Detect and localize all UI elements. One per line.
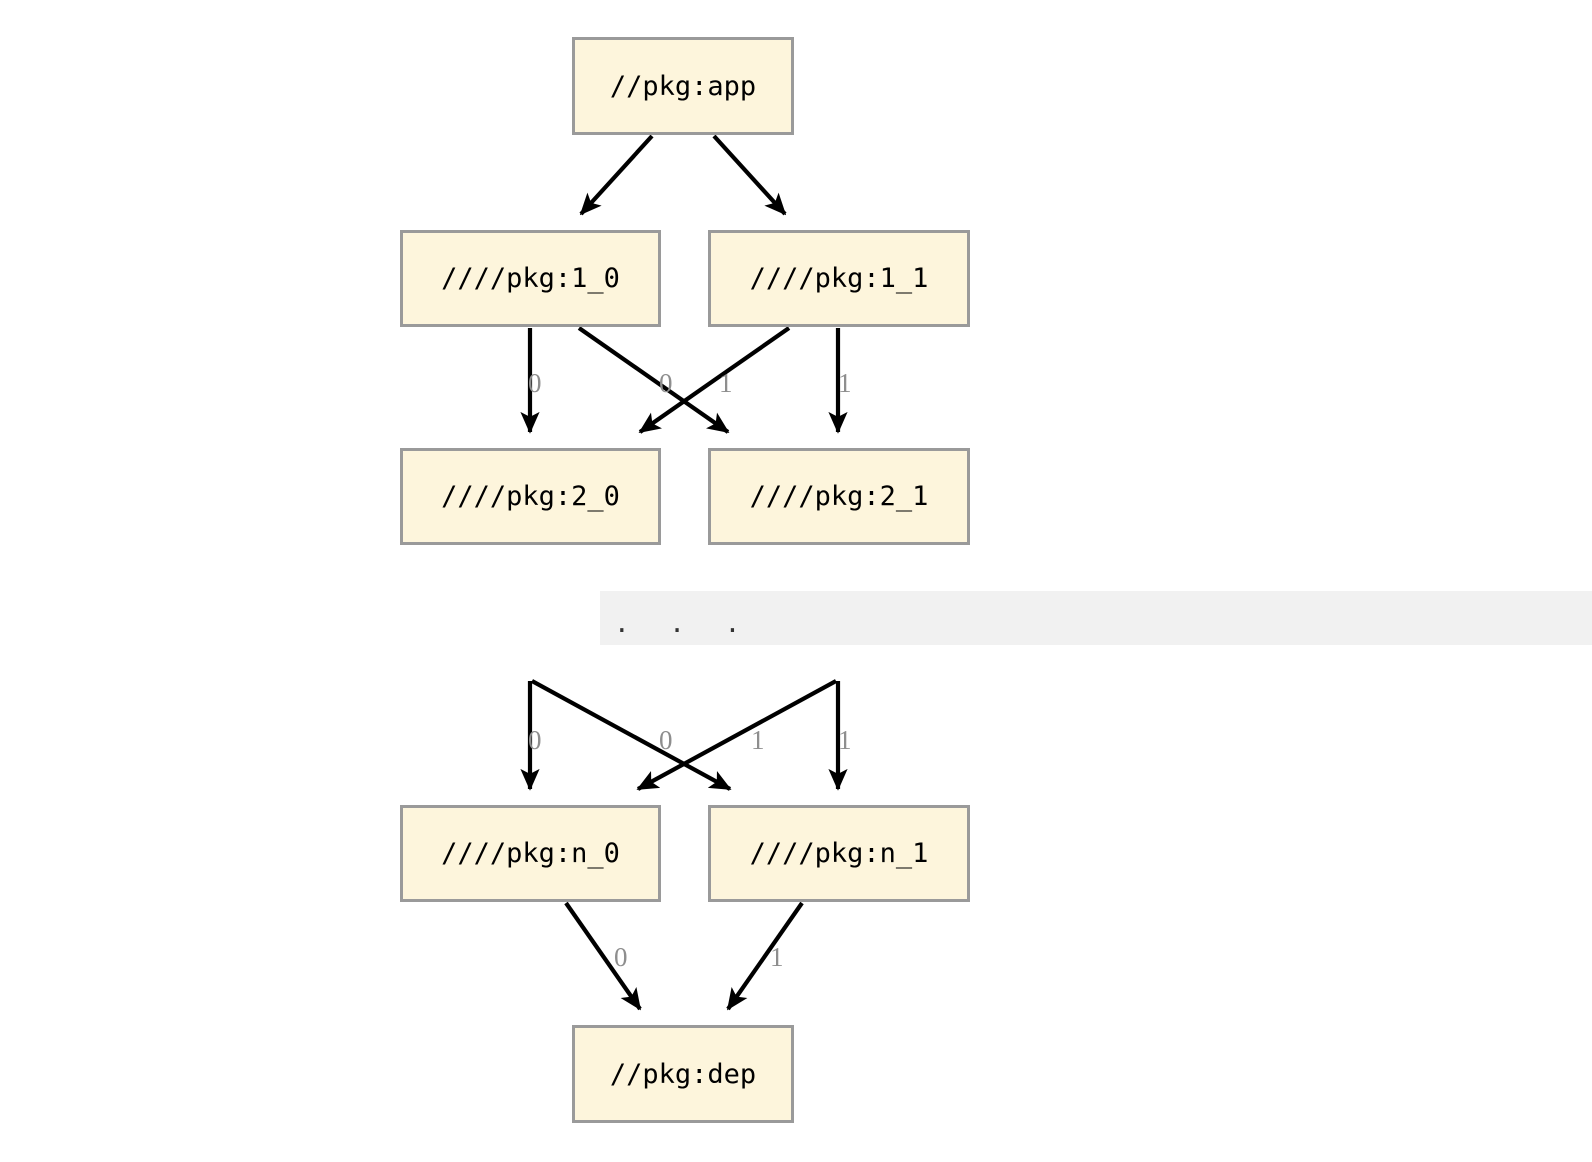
edge-label: 0 (659, 725, 673, 755)
edge-label: 1 (751, 725, 765, 755)
edge-label: 0 (528, 725, 542, 755)
edge-label: 0 (614, 942, 628, 972)
node-pkg-1-1[interactable]: ////pkg:1_1 (708, 230, 970, 327)
node-pkg-1-0[interactable]: ////pkg:1_0 (400, 230, 661, 327)
node-label: //pkg:dep (609, 1058, 757, 1090)
node-pkg-n-0[interactable]: ////pkg:n_0 (400, 805, 661, 902)
ellipsis-band: . . . (600, 591, 1592, 645)
ellipsis-label: . . . (614, 609, 753, 639)
node-label: ////pkg:1_0 (441, 263, 620, 294)
node-label: ////pkg:n_1 (749, 838, 929, 869)
node-pkg-2-1[interactable]: ////pkg:2_1 (708, 448, 970, 545)
edge-label: 0 (528, 368, 542, 398)
edge-app-to-1_0 (579, 134, 654, 216)
edge-label: 0 (659, 368, 673, 398)
edge-label: 1 (770, 942, 784, 972)
edge-1_0-to-2_1 (577, 326, 730, 434)
node-label: ////pkg:n_0 (441, 838, 620, 869)
node-label: ////pkg:2_0 (441, 481, 620, 512)
node-label: ////pkg:2_1 (749, 481, 929, 512)
edge-label: 1 (838, 368, 852, 398)
edge-hidden1-to-n_0 (636, 679, 838, 791)
edge-app-to-1_1 (712, 134, 787, 216)
edge-label: 1 (719, 368, 733, 398)
edge-n_0-to-dep (564, 901, 642, 1011)
node-label: //pkg:app (609, 70, 757, 102)
node-pkg-n-1[interactable]: ////pkg:n_1 (708, 805, 970, 902)
edge-hidden0-to-n_1 (530, 679, 732, 791)
node-app[interactable]: //pkg:app (572, 37, 794, 135)
node-pkg-2-0[interactable]: ////pkg:2_0 (400, 448, 661, 545)
node-label: ////pkg:1_1 (749, 263, 929, 294)
edge-n_1-to-dep (726, 901, 804, 1011)
edge-1_1-to-2_0 (638, 326, 791, 434)
node-dep[interactable]: //pkg:dep (572, 1025, 794, 1123)
edge-label: 1 (838, 725, 852, 755)
